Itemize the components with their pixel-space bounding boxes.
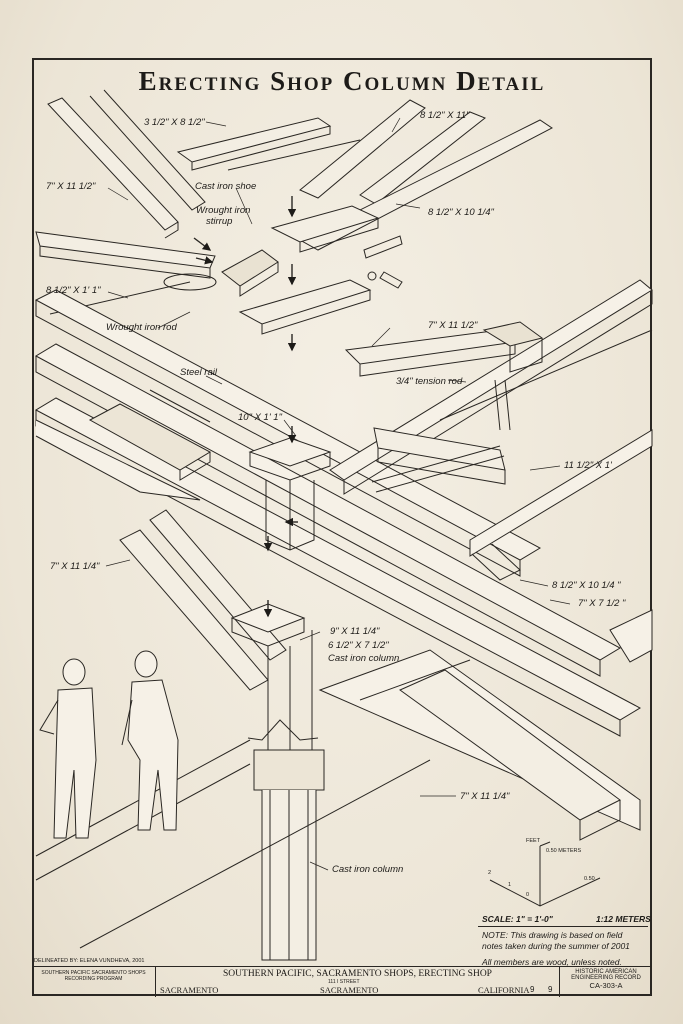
sheet-total: 9 bbox=[548, 985, 553, 994]
note-members: All members are wood, unless noted. bbox=[482, 957, 622, 967]
lower-right-strut bbox=[318, 649, 641, 841]
label-cross-beam-size: 11 1/2" X 1' bbox=[564, 460, 612, 471]
upper-column-capital bbox=[248, 437, 332, 551]
record-line-1: HISTORIC AMERICAN bbox=[575, 969, 637, 975]
scale-feet: SCALE: 1" = 1'-0" bbox=[482, 914, 553, 924]
scale-meters-label: 0.50 METERS bbox=[546, 848, 582, 854]
scale-tick-2: 2 bbox=[488, 870, 492, 876]
right-cross-beams bbox=[329, 279, 653, 663]
label-strut-size: 7" X 11 1/4" bbox=[50, 561, 100, 572]
label-beam-size: 7" X 11 1/2" bbox=[46, 181, 96, 192]
county: SACRAMENTO bbox=[320, 985, 379, 995]
label-rafter-size: 3 1/2" X 8 1/2" bbox=[144, 117, 205, 128]
city: SACRAMENTO bbox=[160, 985, 219, 995]
label-lower-strut-size: 7" X 11 1/4" bbox=[460, 791, 510, 802]
main-girder-middle bbox=[34, 343, 642, 737]
record-line-2: ENGINEERING RECORD bbox=[571, 975, 641, 981]
delineated-by: DELINEATED BY: ELENA VUNDHEVA, 2001 bbox=[34, 958, 145, 964]
program-line-2: RECORDING PROGRAM bbox=[64, 976, 123, 982]
cast-iron-column bbox=[247, 719, 325, 961]
title-block: SOUTHERN PACIFIC SACRAMENTO SHOPS RECORD… bbox=[32, 966, 652, 997]
record-number: CA-303-A bbox=[589, 981, 623, 990]
label-beam-size-3: 8 1/2" X 10 1/4" bbox=[428, 207, 494, 218]
roof-rafter-upper-left bbox=[47, 89, 206, 239]
scale-bar-diagram bbox=[489, 841, 601, 907]
label-capital-size-2: 6 1/2" X 7 1/2" bbox=[328, 640, 389, 651]
scale-tick-050: 0.50 bbox=[584, 876, 595, 882]
upper-cap-blocks bbox=[238, 205, 403, 335]
scale-meters: 1:12 METERS bbox=[596, 914, 651, 924]
label-wrought-iron-rod: Wrought iron rod bbox=[106, 322, 177, 333]
human-figure-left bbox=[39, 658, 97, 839]
label-rafter-size-2: 8 1/2" X 11" bbox=[420, 110, 470, 121]
tension-rod-bracket bbox=[344, 321, 544, 493]
label-tension-rod: 3/4" tension rod bbox=[396, 376, 463, 387]
street-address: 111 I STREET bbox=[328, 979, 360, 985]
scale-feet-label: FEET bbox=[526, 838, 541, 844]
record-cell: HISTORIC AMERICAN ENGINEERING RECORD CA-… bbox=[560, 967, 652, 997]
state: CALIFORNIA bbox=[478, 985, 530, 995]
human-figure-right bbox=[121, 650, 179, 831]
note-line-1: NOTE: This drawing is based on field bbox=[482, 930, 623, 940]
label-girder-size: 10" X 1' 1" bbox=[238, 412, 282, 423]
label-beam-size-5: 7" X 7 1/2 " bbox=[578, 598, 626, 609]
scale-tick-1: 1 bbox=[508, 882, 512, 888]
scale-divider bbox=[478, 926, 648, 927]
label-cast-iron-shoe: Cast iron shoe bbox=[195, 181, 257, 192]
main-title: SOUTHERN PACIFIC, SACRAMENTO SHOPS, EREC… bbox=[223, 969, 492, 979]
scale-tick-0: 0 bbox=[526, 892, 530, 898]
label-bracket-size: 7" X 11 1/2" bbox=[428, 320, 478, 331]
label-wrought-iron: Wrought iron bbox=[196, 205, 251, 216]
sheet-border bbox=[32, 58, 652, 996]
label-stirrup: stirrup bbox=[206, 216, 233, 227]
main-title-cell: SOUTHERN PACIFIC, SACRAMENTO SHOPS, EREC… bbox=[156, 967, 560, 997]
label-upper-cast-iron-column: Cast iron column bbox=[328, 653, 400, 664]
label-cast-iron-column: Cast iron column bbox=[332, 864, 404, 875]
sheet-number: 9 bbox=[530, 985, 535, 994]
note-line-2: notes taken during the summer of 2001 bbox=[482, 941, 630, 951]
upper-tie-beam bbox=[35, 231, 216, 279]
label-steel-rail: Steel rail bbox=[180, 367, 217, 378]
program-line-1: SOUTHERN PACIFIC SACRAMENTO SHOPS bbox=[41, 970, 146, 976]
steel-rail bbox=[88, 389, 212, 481]
drawing-title: Erecting Shop Column Detail bbox=[138, 66, 546, 96]
label-beam-size-4: 8 1/2" X 10 1/4 " bbox=[552, 580, 621, 591]
label-capital-size: 9" X 11 1/4" bbox=[330, 626, 380, 637]
program-cell: SOUTHERN PACIFIC SACRAMENTO SHOPS RECORD… bbox=[32, 967, 156, 997]
rafter-top-center bbox=[176, 117, 361, 171]
label-tie-size: 8 1/2" X 1' 1" bbox=[46, 285, 101, 296]
